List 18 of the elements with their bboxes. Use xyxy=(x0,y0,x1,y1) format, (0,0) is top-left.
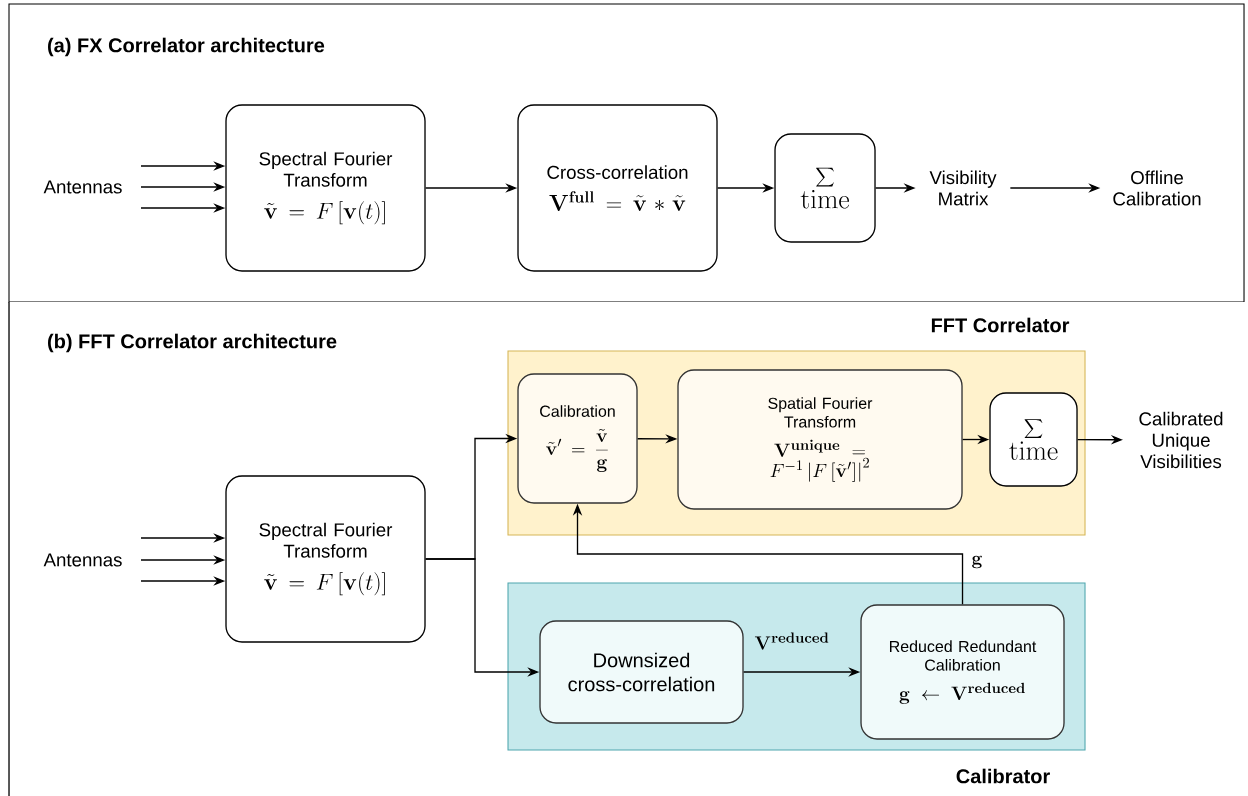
input-label: Antennas xyxy=(43,180,122,194)
process-box: Spectral Fourier Transform $\tilde{\mathbf{v}} = F\left[\mathbf{v}(t)\right]$ xyxy=(225,104,426,272)
process-box: Calibration $\tilde{\mathbf{v}}' = \frac{\tilde{\mathbf{v}}}{\mathbf{g}}$ xyxy=(517,373,638,504)
node-label: (b) FFT Correlator architecture xyxy=(48,333,337,353)
output-label: Visibility Matrix xyxy=(929,170,997,206)
process-box: Spatial Fourier Transform $\mathbf{V}^{\mathbf{unique}} = F^{-1}\left|F\left[\tilde{\mathbf{v}}'\right]\right|^2$ xyxy=(677,369,963,510)
process-box: Downsized cross-correlation xyxy=(539,620,744,724)
node-label: Calibrator xyxy=(956,768,1050,784)
process-box: Spectral Fourier Transform $\tilde{\mathbf{v}} = F\left[\mathbf{v}(t)\right]$ xyxy=(225,475,426,643)
output-label: Offline Calibration xyxy=(1113,170,1201,206)
edge-label: $\mathbf{V}^{\mathbf{reduced}}$ xyxy=(753,631,831,651)
process-box: Reduced Redundant Calibration $\mathbf{g} \leftarrow \mathbf{V}^{\mathbf{reduced}}$ xyxy=(860,604,1065,740)
sum-box: $\sum_{\mathrm{time}}$ xyxy=(774,133,876,243)
output-label: Calibrated Unique Visibilities xyxy=(1139,411,1223,469)
node-label: FFT Correlator xyxy=(931,317,1070,333)
sum-box: $\sum_{\mathrm{time}}$ xyxy=(989,392,1078,487)
input-label: Antennas xyxy=(43,553,122,567)
process-box: Cross-correlation $\mathbf{V}^{\mathbf{full}} = \tilde{\mathbf{v}} * \tilde{\mathbf{v}}$ xyxy=(517,104,718,272)
